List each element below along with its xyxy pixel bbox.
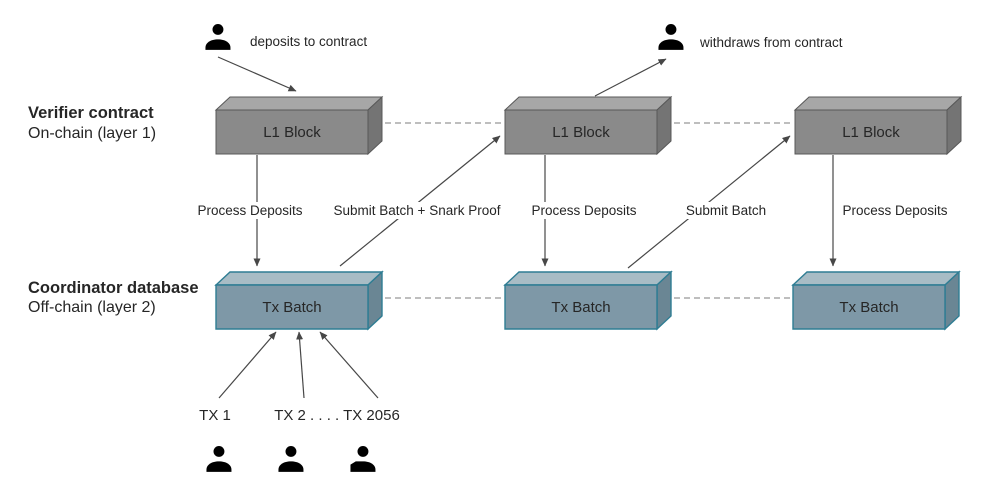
withdraw-caption: withdraws from contract bbox=[700, 35, 843, 50]
l1-block-label-1: L1 Block bbox=[263, 123, 321, 141]
l1-block-box-2 bbox=[503, 95, 673, 156]
tx-batch-box-1 bbox=[214, 270, 384, 331]
tx-1-label: TX 1 bbox=[199, 407, 231, 424]
edge-label-submit-batch: Submit Batch bbox=[681, 202, 771, 219]
l1-block-label-2: L1 Block bbox=[552, 123, 610, 141]
edge-label-process-deposits-1: Process Deposits bbox=[193, 202, 307, 219]
tx-submit-arrow-1 bbox=[218, 331, 277, 399]
l1-block-label-3: L1 Block bbox=[842, 123, 900, 141]
on-chain-subtitle: On-chain (layer 1) bbox=[28, 125, 157, 142]
tx-more-label: TX 2 . . . . TX 2056 bbox=[274, 407, 400, 424]
off-chain-subtitle: Off-chain (layer 2) bbox=[28, 299, 156, 316]
tx-submit-arrow-3 bbox=[319, 331, 379, 399]
edge-label-process-deposits-3: Process Deposits bbox=[838, 202, 952, 219]
verifier-contract-title: Verifier contract bbox=[28, 104, 154, 122]
tx-batch-box-3 bbox=[791, 270, 961, 331]
edge-label-process-deposits-2: Process Deposits bbox=[527, 202, 641, 219]
tx-batch-label-2: Tx Batch bbox=[551, 298, 611, 316]
submit-batch-snark-arrow bbox=[339, 135, 501, 267]
depositor-person-icon bbox=[205, 23, 231, 50]
tx-batch-label-3: Tx Batch bbox=[839, 298, 899, 316]
withdrawer-person-icon bbox=[658, 23, 684, 50]
tx-user-person-icon-1 bbox=[206, 445, 232, 472]
tx-batch-box-2 bbox=[503, 270, 673, 331]
tx-user-person-icon-2 bbox=[278, 445, 304, 472]
tx-user-person-icon-3 bbox=[350, 445, 376, 472]
coordinator-database-title: Coordinator database bbox=[28, 279, 199, 297]
tx-submit-arrow-2 bbox=[296, 331, 305, 399]
tx-batch-label-1: Tx Batch bbox=[262, 298, 322, 316]
edge-label-submit-batch-snark: Submit Batch + Snark Proof bbox=[329, 202, 505, 219]
deposit-caption: deposits to contract bbox=[250, 34, 368, 49]
l1-block-box-3 bbox=[793, 95, 963, 156]
withdraw-arrow bbox=[594, 58, 667, 97]
l1-block-box-1 bbox=[214, 95, 384, 156]
deposit-arrow bbox=[217, 56, 297, 92]
